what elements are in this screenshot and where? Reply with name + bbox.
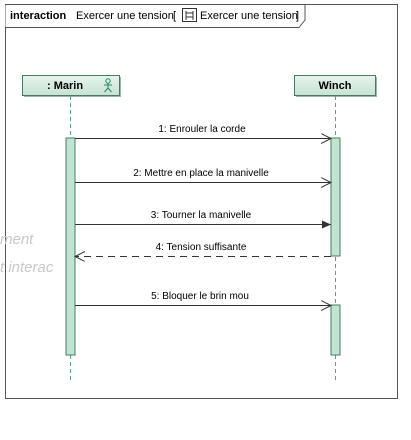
frame-name: Exercer une tension [76, 10, 174, 22]
lifeline-winch-label: Winch [319, 80, 352, 92]
frame-keyword: interaction [10, 10, 67, 22]
actor-icon [104, 78, 112, 93]
frame-open-bracket: [ [173, 10, 176, 22]
message-3: 3: Tourner la manivelle [75, 210, 331, 229]
message-4-label: 4: Tension suffisante [156, 242, 247, 253]
message-5-label: 5: Bloquer le brin mou [151, 291, 249, 302]
activation-winch-1 [330, 137, 341, 257]
message-1: 1: Enrouler la corde [75, 124, 331, 139]
message-4: 4: Tension suffisante [75, 242, 331, 257]
lifeline-winch-header [294, 75, 376, 96]
lifeline-winch: Winch [294, 75, 377, 380]
lifeline-marin: : Marin [22, 75, 121, 380]
message-5: 5: Bloquer le brin mou [75, 291, 331, 306]
frame-close-bracket: ] [296, 10, 299, 22]
message-2: 2: Mettre en place la manivelle [75, 168, 331, 183]
lifeline-marin-header [22, 75, 120, 96]
lifeline-marin-label: : Marin [47, 80, 83, 92]
frame-ref-name: Exercer une tension [200, 10, 298, 22]
message-2-label: 2: Mettre en place la manivelle [133, 168, 269, 179]
message-3-label: 3: Tourner la manivelle [151, 210, 252, 221]
message-1-label: 1: Enrouler la corde [158, 124, 246, 135]
watermark-line-2: t interac [0, 259, 54, 276]
activation-marin [65, 137, 76, 356]
watermark-line-1: ment [0, 231, 34, 248]
interaction-ref-icon [182, 8, 197, 22]
activation-winch-2 [330, 304, 341, 356]
frame-header [5, 4, 306, 28]
